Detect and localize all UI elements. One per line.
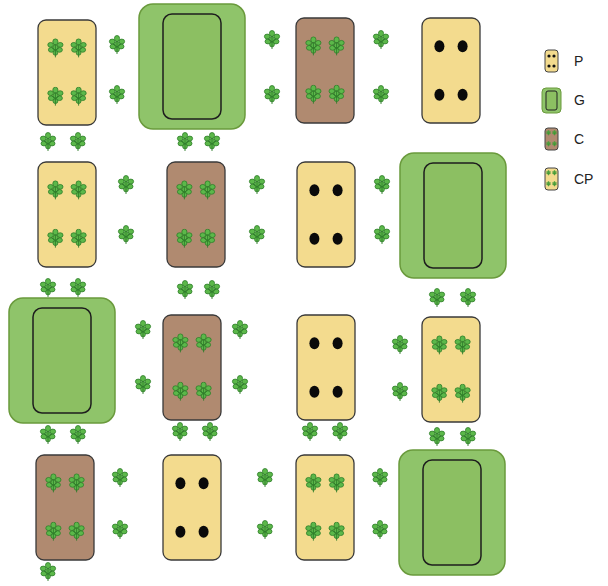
c-swatch [545,128,558,150]
plant [460,289,475,308]
legend-label: CP [574,171,593,187]
plant [135,376,150,395]
plant [204,133,219,152]
plant [135,321,150,340]
plant [264,31,279,50]
plant [264,86,279,105]
plant [112,469,127,488]
plant [392,383,407,402]
plot-c [36,455,94,560]
plant [204,281,219,300]
plant [372,521,387,540]
plant [374,226,389,245]
plant [112,521,127,540]
plant [372,469,387,488]
plant [392,336,407,355]
plant [177,133,192,152]
plant [177,281,192,300]
plot-c [163,315,221,420]
plant [429,428,444,447]
plant [429,289,444,308]
plant [249,226,264,245]
plant [40,563,55,582]
plant [202,423,217,442]
plant [118,226,133,245]
plant [257,521,272,540]
plot-p [422,18,480,123]
plant [257,469,272,488]
p-swatch [545,50,558,72]
plant [172,423,187,442]
plot-cp [296,455,354,560]
plant [460,428,475,447]
plant [232,321,247,340]
plant [332,423,347,442]
plant [373,86,388,105]
plant [40,133,55,152]
g-swatch [542,88,561,113]
legend-swatches [542,50,561,190]
plot-c [296,18,354,123]
plant [118,176,133,195]
plot-g [9,298,115,423]
plant [374,176,389,195]
plant [70,133,85,152]
plot-cp [422,317,480,422]
plot-g [400,153,506,278]
plant [109,86,124,105]
plot-g [399,450,505,575]
plant [40,279,55,298]
plant [249,176,264,195]
legend-label: P [574,53,583,69]
plot-p [163,455,221,560]
legend-label: G [574,92,585,108]
plant [373,31,388,50]
plot-p [297,162,355,267]
plant [70,426,85,445]
plant [70,279,85,298]
plant [109,36,124,55]
plant [302,423,317,442]
plot-cp [38,20,96,125]
cp-swatch [545,168,558,190]
plant [232,376,247,395]
plot-cp [38,162,96,267]
plot-g [139,4,245,129]
plant [40,426,55,445]
plot-c [167,162,225,267]
plot-p [297,315,355,420]
legend-label: C [574,131,584,147]
